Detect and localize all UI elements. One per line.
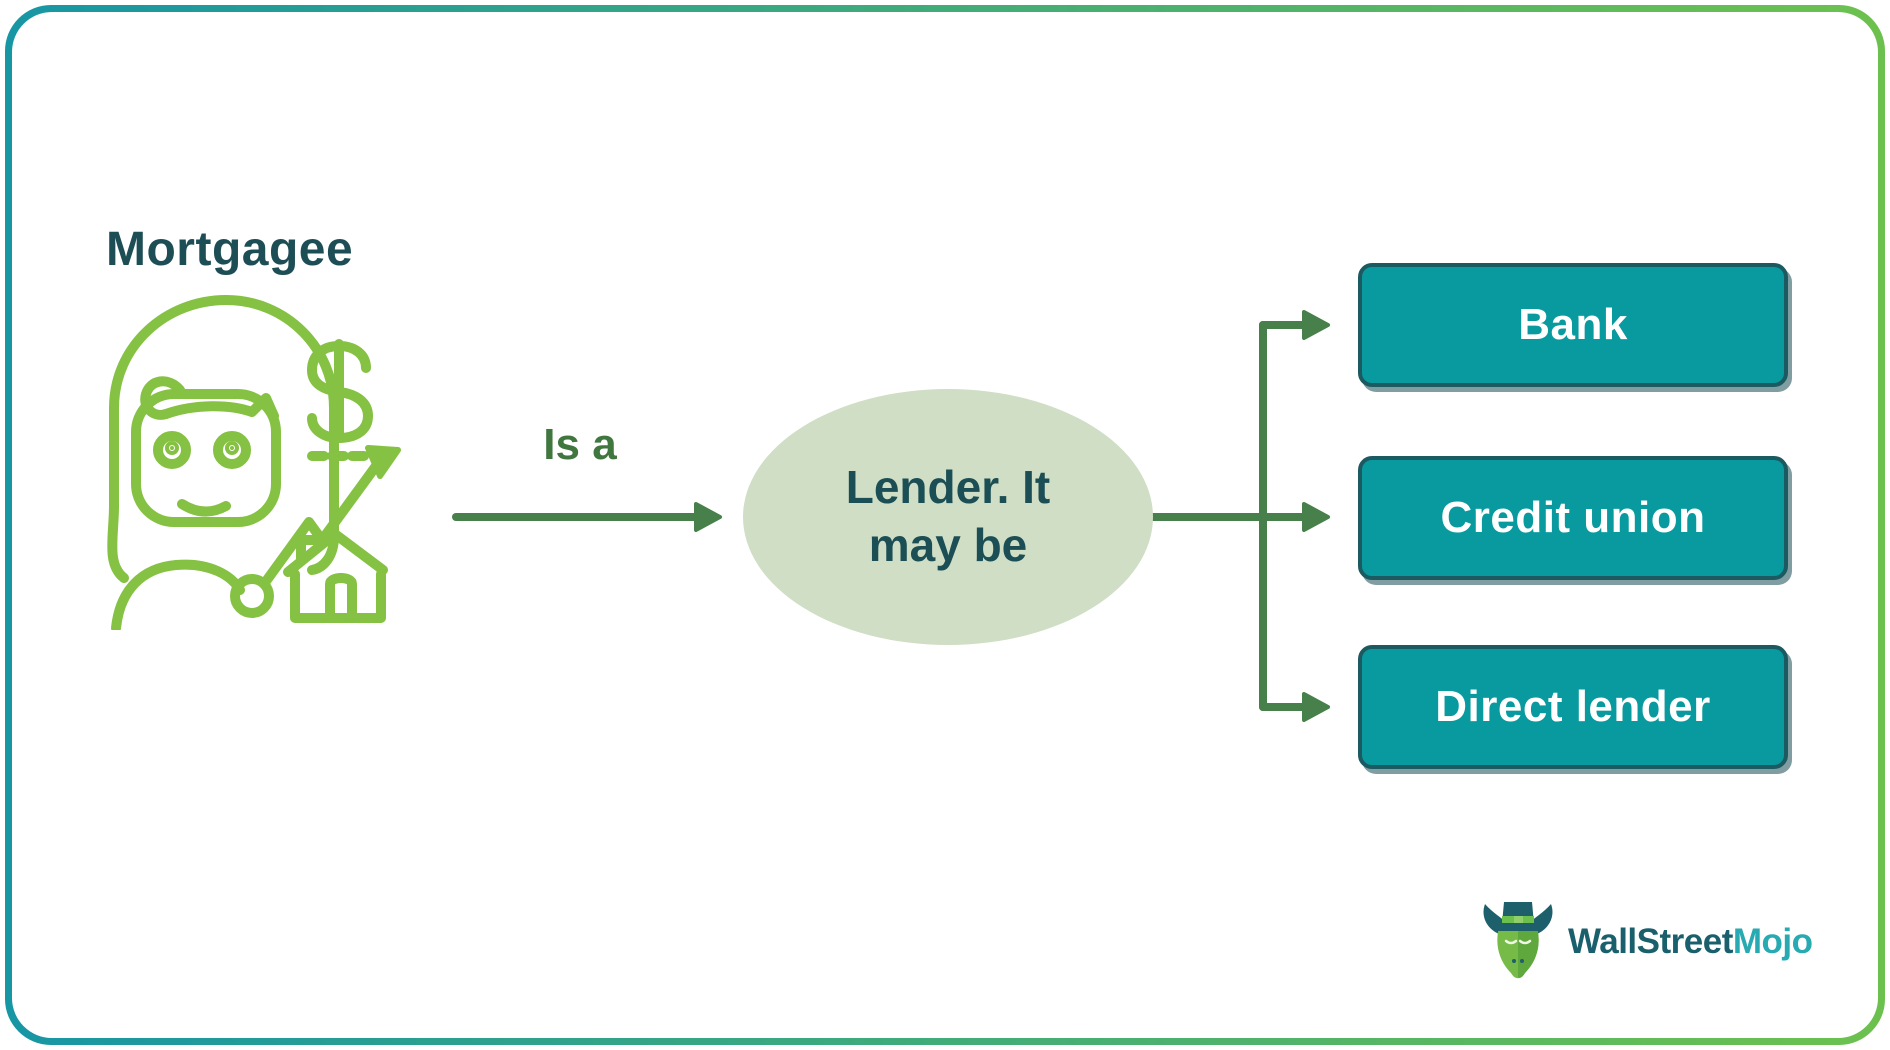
house-chimney xyxy=(296,535,320,565)
target-box-credit-union: Credit union xyxy=(1358,456,1788,580)
hair-fringe xyxy=(161,393,279,421)
dollar-icon xyxy=(307,339,373,443)
brand-logo-text-accent: Mojo xyxy=(1732,922,1813,961)
face-outline xyxy=(131,389,281,527)
central-node-line-1: Lender. It xyxy=(845,461,1051,514)
smile xyxy=(177,499,231,517)
central-node-line-2: may be xyxy=(868,519,1028,571)
target-box-label: Direct lender xyxy=(1435,682,1711,731)
central-node-lender: Lender. It may be xyxy=(743,389,1153,645)
target-box-bank: Bank xyxy=(1358,263,1788,387)
left-pupil xyxy=(165,441,179,455)
right-pupil xyxy=(225,441,239,455)
target-box-label: Bank xyxy=(1518,300,1628,349)
trend-arrow-line xyxy=(259,461,381,589)
right-eye xyxy=(213,431,251,469)
house-walls xyxy=(290,569,386,623)
mortgagee-person-icon xyxy=(107,295,401,630)
central-node-label: Lender. It may be xyxy=(846,459,1050,575)
target-box-direct-lender: Direct lender xyxy=(1358,645,1788,769)
fist xyxy=(230,574,274,618)
trend-arrow-head xyxy=(365,445,401,479)
brand-logo-text-primary: WallStreet xyxy=(1568,922,1733,961)
shoulder-arm xyxy=(111,559,245,630)
relation-label: Is a xyxy=(543,420,617,469)
brand-logo: WallStreetMojo xyxy=(1480,899,1813,985)
hair-curl xyxy=(140,376,185,420)
brand-logo-text: WallStreetMojo xyxy=(1568,922,1813,962)
page-title: Mortgagee xyxy=(106,223,354,276)
target-box-label: Credit union xyxy=(1440,493,1706,542)
left-eye xyxy=(153,431,191,469)
house-door xyxy=(325,573,357,623)
bull-with-top-hat-icon xyxy=(1483,902,1553,979)
